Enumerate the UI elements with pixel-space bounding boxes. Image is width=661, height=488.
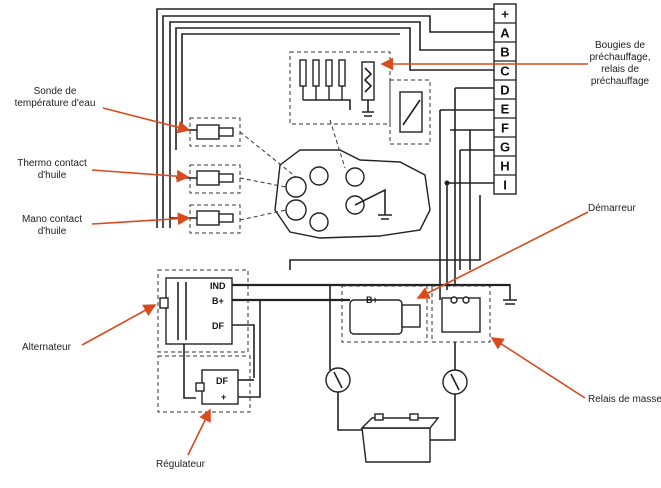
- battery: [360, 413, 440, 463]
- starter-motor: B+: [329, 285, 428, 370]
- terminal-e: E: [501, 102, 510, 117]
- glow-plug: [312, 59, 320, 87]
- terminal-i: I: [503, 178, 507, 193]
- label-demarreur: Démarreur: [588, 203, 636, 214]
- alt-df-label: DF: [212, 321, 224, 331]
- terminal-h: H: [500, 159, 509, 174]
- label-relais-masse: Relais de masse: [588, 394, 661, 405]
- label-regulateur: Régulateur: [156, 459, 206, 470]
- callout-arrows: [81, 57, 589, 456]
- starter-bplus-label: B+: [366, 295, 378, 305]
- glow-plug: [325, 59, 333, 87]
- terminal-f: F: [501, 121, 509, 136]
- switch-left: [325, 367, 365, 431]
- alt-bplus-label: B+: [212, 296, 224, 306]
- preheat-relay: [389, 79, 431, 145]
- terminal-plus: +: [501, 7, 509, 22]
- terminal-d: D: [500, 83, 509, 98]
- reg-df-label: DF: [216, 376, 228, 386]
- water-temp-sensor: [182, 117, 241, 147]
- glow-plug: [338, 59, 346, 87]
- terminal-c: C: [500, 64, 510, 79]
- label-alternateur: Alternateur: [22, 342, 72, 353]
- switch-right: [428, 369, 468, 441]
- oil-thermo-contact: [176, 164, 241, 194]
- reg-plus-label: +: [221, 392, 226, 402]
- alternator: IND B+ DF: [157, 269, 510, 378]
- alt-ind-label: IND: [210, 281, 226, 291]
- glow-plug: [299, 59, 307, 87]
- engine-block: [239, 119, 431, 239]
- harness-wires: [156, 8, 494, 300]
- regulator: DF +: [157, 300, 261, 413]
- terminal-g: G: [500, 140, 510, 155]
- ground-relay: [431, 284, 517, 370]
- terminal-a: A: [500, 26, 510, 41]
- terminal-b: B: [500, 45, 509, 60]
- glow-plugs: [289, 51, 391, 125]
